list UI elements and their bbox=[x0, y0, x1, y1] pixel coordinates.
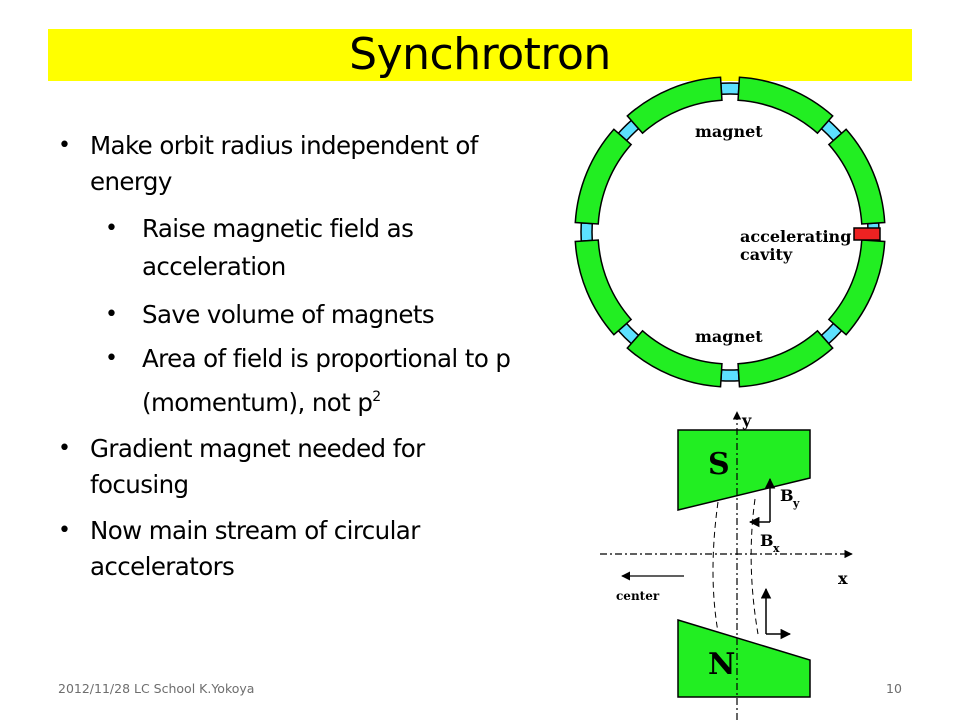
magnet-segment bbox=[626, 76, 723, 135]
y-axis-label: y bbox=[741, 411, 752, 430]
bullet-4-line2: (momentum), not p2 bbox=[142, 380, 381, 420]
by-label-main: B bbox=[780, 486, 794, 505]
ring-segments bbox=[574, 76, 886, 388]
bullet-4-line2-text: (momentum), not p bbox=[142, 388, 373, 417]
bx-label-sub: x bbox=[773, 542, 780, 555]
bullet-5-line1: Gradient magnet needed for bbox=[90, 434, 425, 463]
gradient-magnet-diagram: S N y x B y B x center bbox=[600, 411, 853, 720]
magnet-segment bbox=[737, 76, 834, 135]
bullet-dot: • bbox=[105, 302, 118, 327]
magnet-segment bbox=[574, 239, 633, 336]
bullet-6-line2: accelerators bbox=[90, 552, 235, 581]
magnet-segment bbox=[827, 239, 886, 336]
bullet-2-line1: Raise magnetic field as bbox=[142, 214, 414, 243]
magnet-segment bbox=[626, 329, 723, 388]
superscript-2: 2 bbox=[372, 389, 381, 405]
by-label-sub: y bbox=[792, 497, 800, 510]
gap-section bbox=[720, 368, 740, 382]
field-line bbox=[712, 501, 719, 633]
bullet-dot: • bbox=[58, 436, 71, 461]
bullet-dot: • bbox=[58, 133, 71, 158]
label-cavity-line2: cavity bbox=[740, 245, 793, 264]
label-magnet-top: magnet bbox=[695, 122, 763, 141]
magnet-segment bbox=[737, 329, 834, 388]
title-bar bbox=[48, 29, 912, 81]
bullet-5-line2: focusing bbox=[90, 470, 189, 499]
bullet-3-line1: Save volume of magnets bbox=[142, 300, 435, 329]
bullet-1-line1: Make orbit radius independent of bbox=[90, 131, 478, 160]
gap-section bbox=[720, 82, 740, 96]
footer-text: 2012/11/28 LC School K.Yokoya bbox=[58, 681, 255, 696]
bullet-dot: • bbox=[105, 216, 118, 241]
pole-n-label: N bbox=[708, 647, 735, 682]
x-axis-label: x bbox=[838, 569, 848, 588]
page-number: 10 bbox=[886, 681, 902, 696]
field-line bbox=[750, 498, 759, 635]
bullet-dot: • bbox=[105, 346, 118, 371]
bullet-6-line1: Now main stream of circular bbox=[90, 516, 420, 545]
label-magnet-bottom: magnet bbox=[695, 327, 763, 346]
bullet-4-line1: Area of field is proportional to p bbox=[142, 344, 511, 373]
bx-label-main: B bbox=[760, 531, 774, 550]
n-pole bbox=[677, 618, 811, 698]
center-label: center bbox=[616, 589, 660, 603]
label-cavity-line1: accelerating bbox=[740, 227, 851, 246]
slide-title: Synchrotron bbox=[349, 29, 611, 80]
pole-s-label: S bbox=[708, 447, 730, 482]
bullet-1-line2: energy bbox=[90, 167, 172, 196]
bullet-dot: • bbox=[58, 518, 71, 543]
bullet-2-line2: acceleration bbox=[142, 252, 286, 281]
magnet-segment bbox=[574, 128, 633, 225]
synchrotron-ring-diagram: magnet accelerating cavity magnet bbox=[574, 76, 886, 388]
magnet-segment bbox=[827, 128, 886, 225]
s-pole bbox=[677, 429, 811, 511]
gap-section bbox=[580, 222, 594, 242]
cavity-box bbox=[853, 227, 881, 241]
